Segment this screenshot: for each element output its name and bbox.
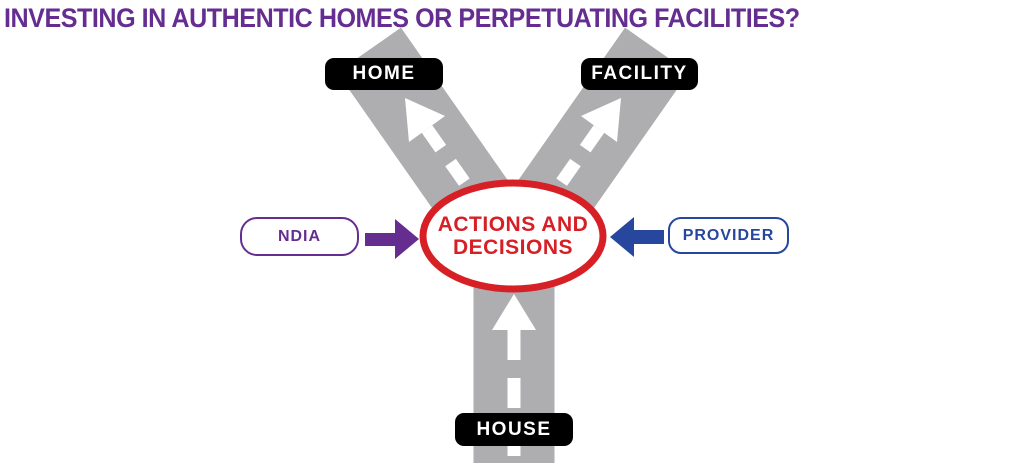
- ndia-box: NDIA: [240, 217, 359, 256]
- actions-decisions-line1: ACTIONS AND: [437, 213, 589, 236]
- provider-box-text: PROVIDER: [682, 226, 775, 244]
- home-destination-label: HOME: [325, 58, 443, 90]
- home-label-text: HOME: [352, 63, 416, 84]
- ndia-box-text: NDIA: [277, 227, 322, 245]
- ndia-arrow-icon: [365, 219, 419, 259]
- provider-arrow-icon: [610, 217, 664, 257]
- facility-label-text: FACILITY: [591, 63, 688, 84]
- decision-ellipse: [419, 179, 607, 293]
- facility-destination-label: FACILITY: [581, 58, 698, 90]
- road-arrowhead-right: [581, 98, 621, 142]
- house-origin-label: HOUSE: [455, 413, 573, 446]
- road-arrowhead-left: [405, 98, 445, 142]
- actions-decisions-line2: DECISIONS: [452, 236, 574, 259]
- provider-box: PROVIDER: [668, 217, 789, 254]
- page-title: INVESTING IN AUTHENTIC HOMES OR PERPETUA…: [4, 3, 800, 33]
- actions-decisions-text: ACTIONS AND DECISIONS: [432, 213, 594, 259]
- road-arrowhead-stem: [492, 294, 536, 330]
- house-label-text: HOUSE: [476, 418, 552, 440]
